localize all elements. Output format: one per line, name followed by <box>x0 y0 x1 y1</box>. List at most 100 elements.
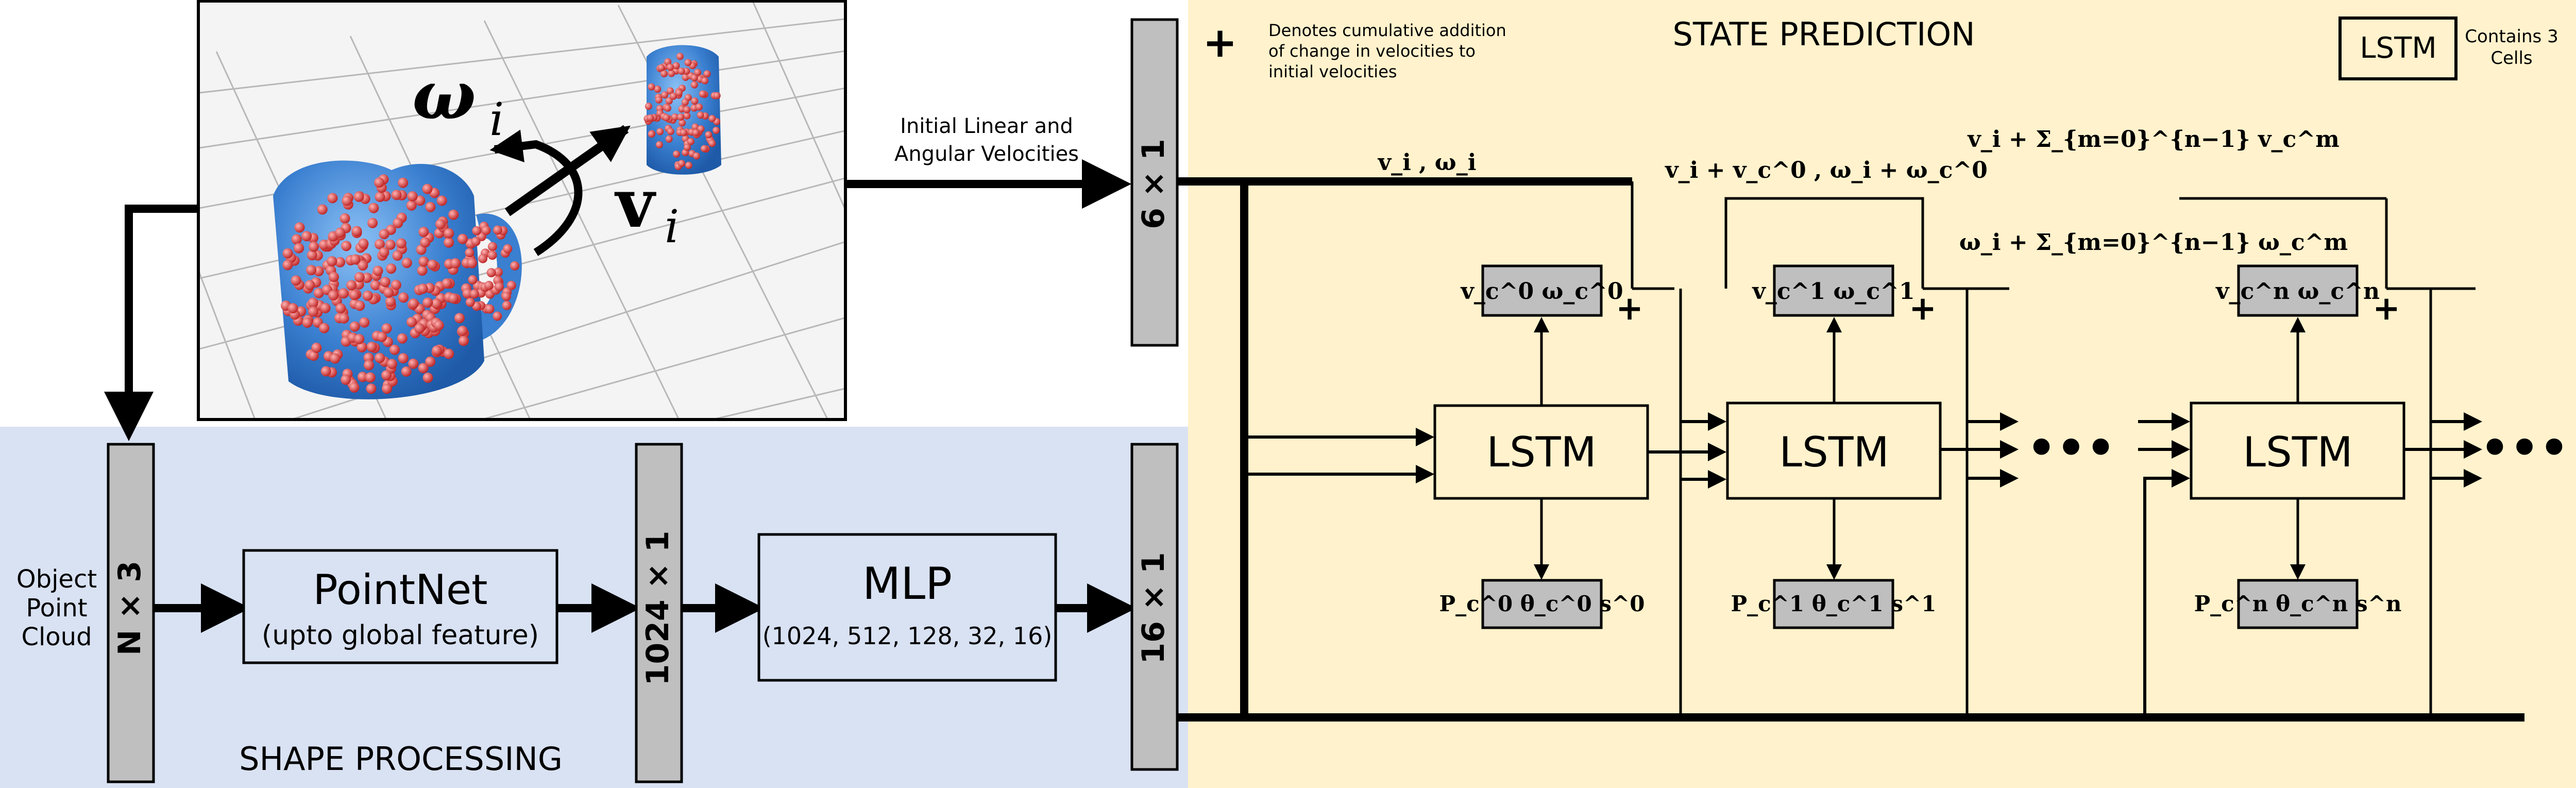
particle-dot <box>367 217 378 228</box>
particle-dot <box>666 87 674 95</box>
particle-dot <box>444 228 454 239</box>
particle-dot <box>457 325 468 336</box>
particle-dot <box>425 202 436 212</box>
particle-dot <box>385 239 396 250</box>
svg-text:v_c^0 ω_c^0: v_c^0 ω_c^0 <box>1460 278 1623 305</box>
particle-dot <box>379 247 389 258</box>
velocities-label-line2: Angular Velocities <box>894 142 1079 166</box>
particle-dot <box>368 203 379 213</box>
particle-dot <box>341 241 352 252</box>
particle-dot <box>493 225 502 235</box>
particle-dot <box>708 115 716 122</box>
particle-dot <box>487 250 497 260</box>
particle-dot <box>681 98 689 106</box>
omega-i-label: ω i <box>412 56 504 146</box>
particle-dot <box>713 92 721 99</box>
svg-text:P_c^1 θ_c^1 s^1: P_c^1 θ_c^1 s^1 <box>1731 591 1937 616</box>
mlp-box: MLP (1024, 512, 128, 32, 16) <box>757 533 1057 682</box>
lstm-cell-1: LSTM <box>1726 401 1942 500</box>
input-bar-n3: N × 3 <box>107 443 155 783</box>
particle-dot <box>351 226 362 237</box>
particle-dot <box>503 244 513 254</box>
particle-dot <box>422 372 433 383</box>
particle-dot <box>442 278 452 289</box>
particle-dot <box>414 323 425 334</box>
particle-dot <box>302 317 313 328</box>
particle-dot <box>349 382 360 393</box>
svg-text:(upto global feature): (upto global feature) <box>262 620 539 651</box>
particle-dot <box>335 257 346 267</box>
particle-dot <box>663 114 670 122</box>
particle-dot <box>459 336 469 346</box>
svg-text:1024 × 1: 1024 × 1 <box>640 531 676 686</box>
particle-dot <box>418 227 429 237</box>
pointnet-box: PointNet (upto global feature) <box>242 549 558 664</box>
mug-scene-image <box>197 0 847 421</box>
particle-dot <box>398 353 409 364</box>
particle-dot <box>377 331 387 342</box>
svg-text:ω: ω <box>412 56 476 135</box>
output-box-n: P_c^n θ_c^n s^n <box>2194 579 2401 629</box>
particle-dot <box>448 293 459 304</box>
particle-dot <box>668 70 675 77</box>
svg-text:LSTM: LSTM <box>1486 428 1596 476</box>
particle-dot <box>493 311 502 321</box>
delta-box-1: v_c^1 ω_c^1 <box>1752 264 1915 317</box>
particle-dot <box>308 350 319 361</box>
svg-text:(1024, 512, 128, 32, 16): (1024, 512, 128, 32, 16) <box>762 622 1053 650</box>
svg-text:Denotes cumulative addition: Denotes cumulative addition <box>1268 21 1506 40</box>
particle-dot <box>648 83 655 91</box>
particle-dot <box>655 141 663 148</box>
particle-dot <box>308 297 318 308</box>
legend-plus-icon: + <box>1202 19 1237 66</box>
svg-text:LSTM: LSTM <box>2243 428 2352 476</box>
particle-dot <box>408 298 419 309</box>
particle-dot <box>346 280 357 291</box>
sum-label-0: v_i + v_c^0 , ω_i + ω_c^0 <box>1665 157 1988 183</box>
particle-dot <box>349 321 360 332</box>
particle-dot <box>484 280 494 290</box>
svg-text:initial velocities: initial velocities <box>1268 62 1397 81</box>
state-prediction-panel <box>1188 0 2576 788</box>
particle-dot <box>444 348 454 359</box>
sum-label-n-w: ω_i + Σ_{m=0}^{n−1} ω_c^m <box>1959 229 2348 256</box>
particle-dot <box>444 237 454 248</box>
svg-text:v_c^n ω_c^n: v_c^n ω_c^n <box>2215 278 2380 305</box>
particle-dot <box>664 58 672 65</box>
svg-text:Cells: Cells <box>2490 48 2532 69</box>
particle-dot <box>381 323 392 334</box>
particle-dot <box>448 209 459 220</box>
particle-dot <box>381 370 392 381</box>
particle-dot <box>294 222 305 233</box>
particle-dot <box>687 138 694 145</box>
particle-dot <box>374 177 384 188</box>
legend-lstm-box: LSTM <box>2338 16 2458 80</box>
particle-dot <box>693 152 700 160</box>
particle-dot <box>502 300 512 310</box>
particle-dot <box>467 258 477 269</box>
particle-dot <box>510 261 520 271</box>
particle-dot <box>386 263 397 274</box>
particle-dot <box>375 353 385 363</box>
particle-dot <box>282 248 293 259</box>
particle-dot <box>363 353 374 363</box>
legend-plus-text: Denotes cumulative addition of change in… <box>1268 21 1506 81</box>
particle-dot <box>380 277 391 288</box>
particle-dot <box>319 323 330 333</box>
particle-dot <box>690 81 698 89</box>
plus-sign-1: + <box>1909 290 1937 328</box>
particle-dot <box>338 313 349 324</box>
wiring <box>1177 177 2524 722</box>
particle-dot <box>385 296 396 307</box>
particle-dot <box>375 239 385 249</box>
particle-dot <box>341 374 351 385</box>
particle-dot <box>485 304 495 314</box>
delta-box-0: v_c^0 ω_c^0 <box>1460 264 1623 317</box>
particle-dot <box>481 226 491 235</box>
legend-lstm-text: Contains 3 Cells <box>2465 26 2558 69</box>
particle-dot <box>700 145 708 153</box>
particle-dot <box>647 114 654 122</box>
particle-dot <box>697 125 705 133</box>
sum-label-n-v: v_i + Σ_{m=0}^{n−1} v_c^m <box>1967 126 2340 153</box>
particle-dot <box>666 63 674 71</box>
